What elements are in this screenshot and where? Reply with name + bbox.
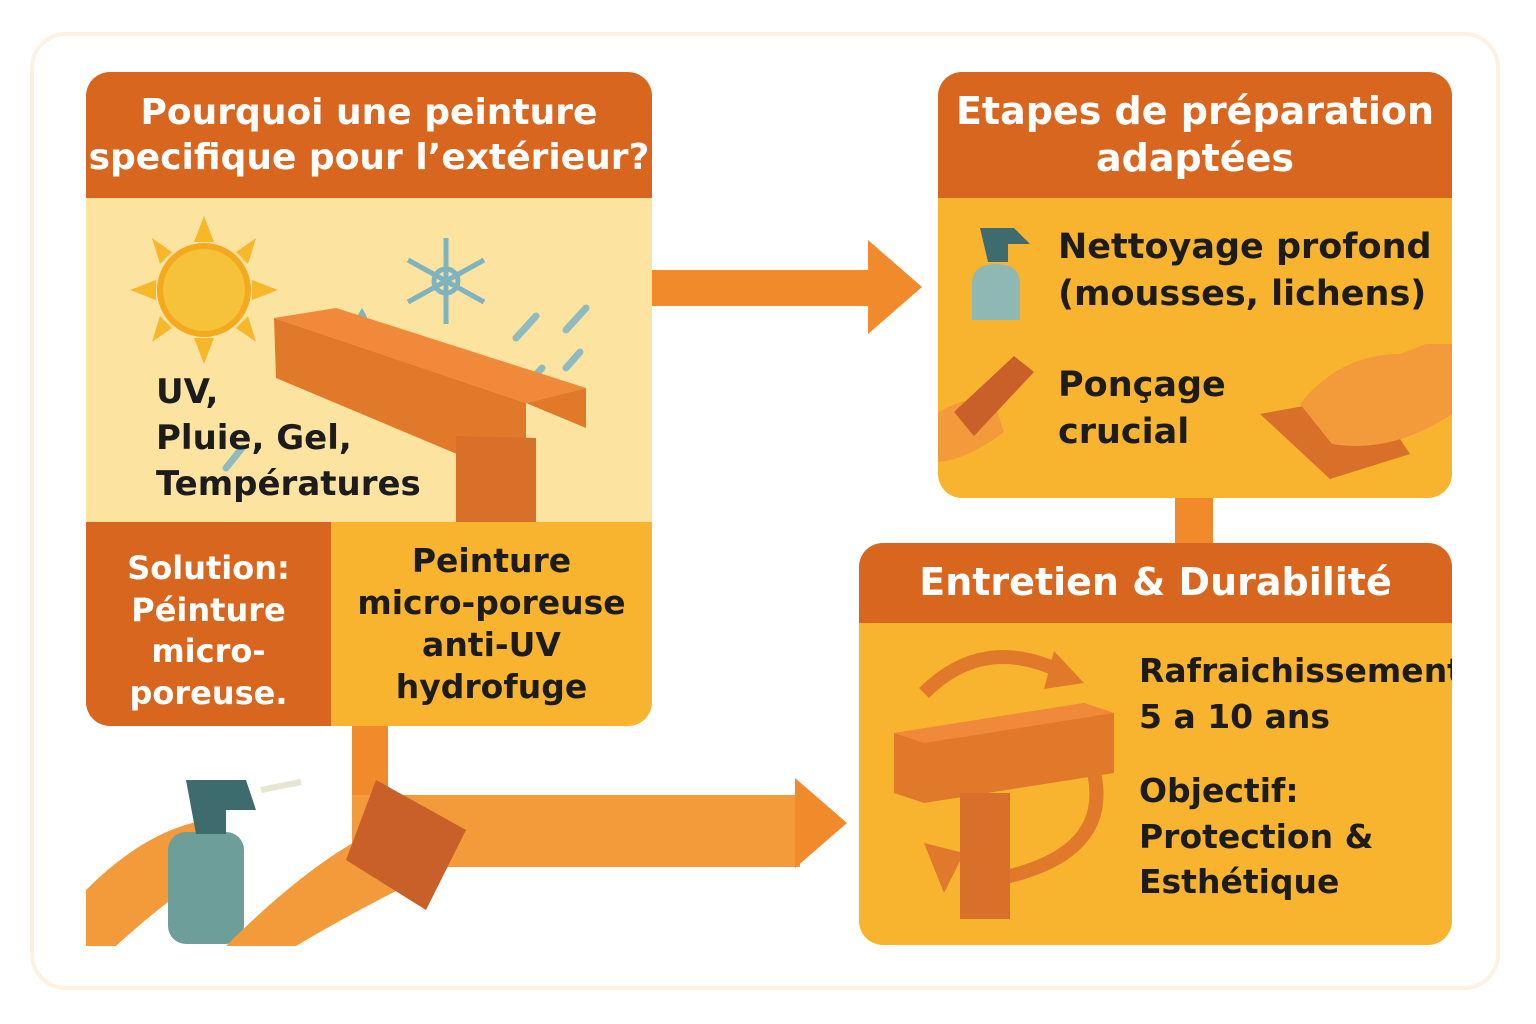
prep-title-line2: adaptées <box>1095 136 1294 180</box>
card-frame <box>30 32 1500 990</box>
maintenance-title: Entretien & Durabilité <box>919 560 1392 605</box>
snowflake-icon <box>406 238 486 324</box>
step-cleaning-label: Nettoyage profond <box>1058 227 1432 267</box>
prep-title-line1: Etapes de préparation <box>955 88 1435 133</box>
connector-prep-maint <box>1175 496 1213 546</box>
wood-post-icon <box>274 308 586 522</box>
goal-line2: Protection & <box>1139 816 1374 856</box>
solution-desc-line4: hydrofuge <box>395 666 588 706</box>
solution-label-block: Solution: Péinture micro-poreuse. <box>86 522 331 726</box>
sanding-hand-right-icon <box>1260 344 1452 479</box>
maintenance-panel: Entretien & Durabilité Rafraichissement:… <box>859 543 1452 945</box>
step-sanding-label: Ponçage <box>1058 365 1226 405</box>
solution-desc-block: Peinture micro-poreuse anti-UV hydrofuge <box>331 522 652 726</box>
solution-desc-line3: anti-UV <box>422 624 561 664</box>
refresh-interval: 5 a 10 ans <box>1139 696 1331 736</box>
goal-label: Objectif: <box>1139 771 1299 810</box>
solution-label: Solution: <box>127 549 290 587</box>
spray-bottle-icon <box>972 228 1030 320</box>
solution-label-line3: micro-poreuse. <box>129 632 288 712</box>
spray-bottle-icon <box>168 832 244 944</box>
goal-line3: Esthétique <box>1139 862 1340 902</box>
why-title-line2: specifique pour l’extérieur? <box>88 137 650 178</box>
factor-rain-frost: Pluie, Gel, <box>156 417 352 458</box>
weather-wood-illustration <box>130 216 590 522</box>
wood-post-refresh-cycle-icon <box>894 650 1114 919</box>
arrow-to-maint-head <box>795 778 847 868</box>
refresh-label: Rafraichissement: <box>1139 651 1452 690</box>
factor-temperatures: Températures <box>156 463 421 504</box>
factor-uv: UV, <box>156 372 219 412</box>
arrow-to-prep-shaft <box>650 270 872 306</box>
step-cleaning-detail: (mousses, lichens) <box>1058 273 1427 314</box>
sanding-block-icon <box>346 780 466 910</box>
step-sanding-detail: crucial <box>1058 411 1190 452</box>
arrow-to-prep-head <box>868 240 922 334</box>
sun-icon <box>130 216 278 364</box>
solution-desc-line1: Peinture <box>411 541 572 580</box>
sanding-hand-left-icon <box>938 356 1034 462</box>
maintenance-header: Entretien & Durabilité <box>859 543 1452 623</box>
hands-spray-sanding-illustration <box>86 779 466 946</box>
solution-desc-line2: micro-poreuse <box>357 582 626 622</box>
why-title-line1: Pourquoi une peinture <box>140 92 598 133</box>
solution-label-line2: Péinture <box>131 590 286 629</box>
